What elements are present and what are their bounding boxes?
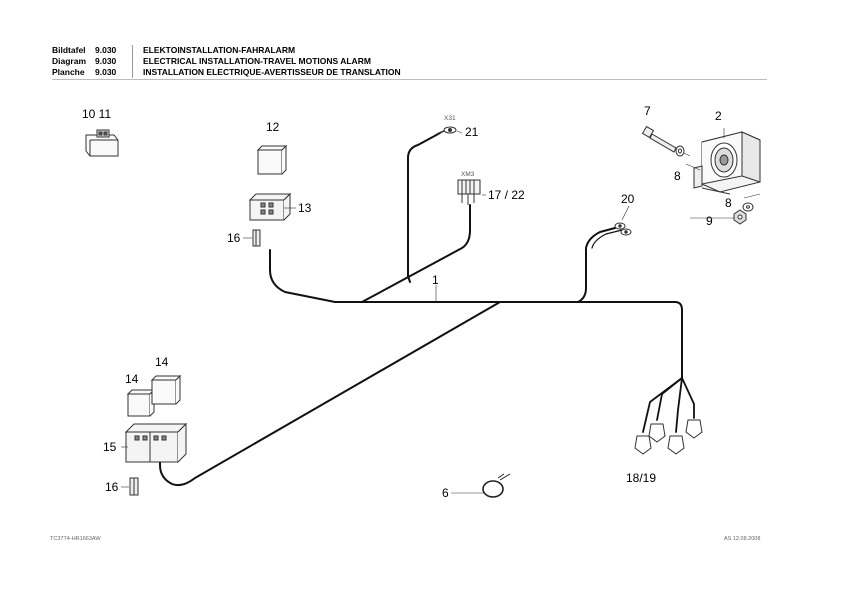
connector-label-xm3: XM3 bbox=[461, 171, 475, 178]
connectors-part-18-19 bbox=[634, 419, 703, 455]
callout-10-11: 10 11 bbox=[82, 107, 111, 121]
washer-part-8-bottom bbox=[742, 202, 754, 212]
header-label-en: Diagram bbox=[52, 56, 87, 66]
callout-12: 12 bbox=[266, 120, 280, 134]
harness-branch-21 bbox=[407, 132, 441, 277]
header-label-de: Bildtafel bbox=[52, 45, 86, 55]
header-rule bbox=[52, 79, 767, 80]
washer-part-8-top bbox=[675, 145, 685, 157]
callout-21: 21 bbox=[465, 125, 479, 139]
clip-part-16-bottom bbox=[129, 477, 139, 496]
header-number-en: 9.030 bbox=[95, 56, 117, 66]
harness-branch-relay-15 bbox=[159, 301, 501, 487]
callout-7: 7 bbox=[644, 104, 651, 118]
callout-17-22: 17 / 22 bbox=[488, 188, 525, 202]
relay-part-12 bbox=[256, 144, 288, 175]
header-number-fr: 9.030 bbox=[95, 67, 117, 77]
callout-1: 1 bbox=[432, 273, 439, 287]
harness-branch-relay-13 bbox=[269, 249, 336, 303]
switch-part-10-11 bbox=[85, 129, 119, 157]
screw-part-7 bbox=[641, 125, 677, 153]
clip-part-16-top bbox=[252, 229, 261, 247]
relay-part-14-left bbox=[126, 388, 156, 417]
callout-14-right: 14 bbox=[155, 355, 169, 369]
cable-tie-part-6 bbox=[482, 473, 511, 498]
callout-15: 15 bbox=[103, 440, 117, 454]
nut-part-9 bbox=[733, 209, 747, 225]
header-separator bbox=[132, 45, 133, 78]
ring-terminals-part-20 bbox=[614, 222, 632, 236]
callout-2: 2 bbox=[715, 109, 722, 123]
harness-branch-20 bbox=[577, 227, 616, 303]
callout-14-left: 14 bbox=[125, 372, 139, 386]
callout-9: 9 bbox=[706, 214, 713, 228]
harness-trunk bbox=[334, 301, 683, 379]
harness-branch-17-22 bbox=[361, 204, 471, 303]
callout-8-bottom: 8 bbox=[725, 196, 732, 210]
callout-16-bottom: 16 bbox=[105, 480, 119, 494]
callout-18-19: 18/19 bbox=[626, 471, 656, 485]
callout-8-top: 8 bbox=[674, 169, 681, 183]
callout-13: 13 bbox=[298, 201, 312, 215]
ring-terminal-part-21 bbox=[436, 126, 457, 135]
callout-20: 20 bbox=[621, 192, 635, 206]
relay-block-part-15 bbox=[124, 422, 188, 463]
footer-date: AS 12.08.2008 bbox=[724, 536, 761, 542]
connector-part-17-22 bbox=[457, 179, 481, 205]
alarm-horn-part-2 bbox=[693, 131, 761, 195]
relay-base-part-13 bbox=[248, 192, 292, 221]
callout-6: 6 bbox=[442, 486, 449, 500]
connector-label-x31: X31 bbox=[444, 115, 456, 122]
header-title-de: ELEKTOINSTALLATION-FAHRALARM bbox=[143, 45, 296, 55]
callout-16-top: 16 bbox=[227, 231, 241, 245]
footer-drawing-code: TC37T4-HR1663AW bbox=[50, 536, 101, 542]
header-number-de: 9.030 bbox=[95, 45, 117, 55]
header-title-fr: INSTALLATION ELECTRIQUE-AVERTISSEUR DE T… bbox=[143, 67, 401, 77]
header-label-fr: Planche bbox=[52, 67, 85, 77]
header-title-en: ELECTRICAL INSTALLATION-TRAVEL MOTIONS A… bbox=[143, 56, 371, 66]
relay-part-14-right bbox=[150, 374, 182, 405]
